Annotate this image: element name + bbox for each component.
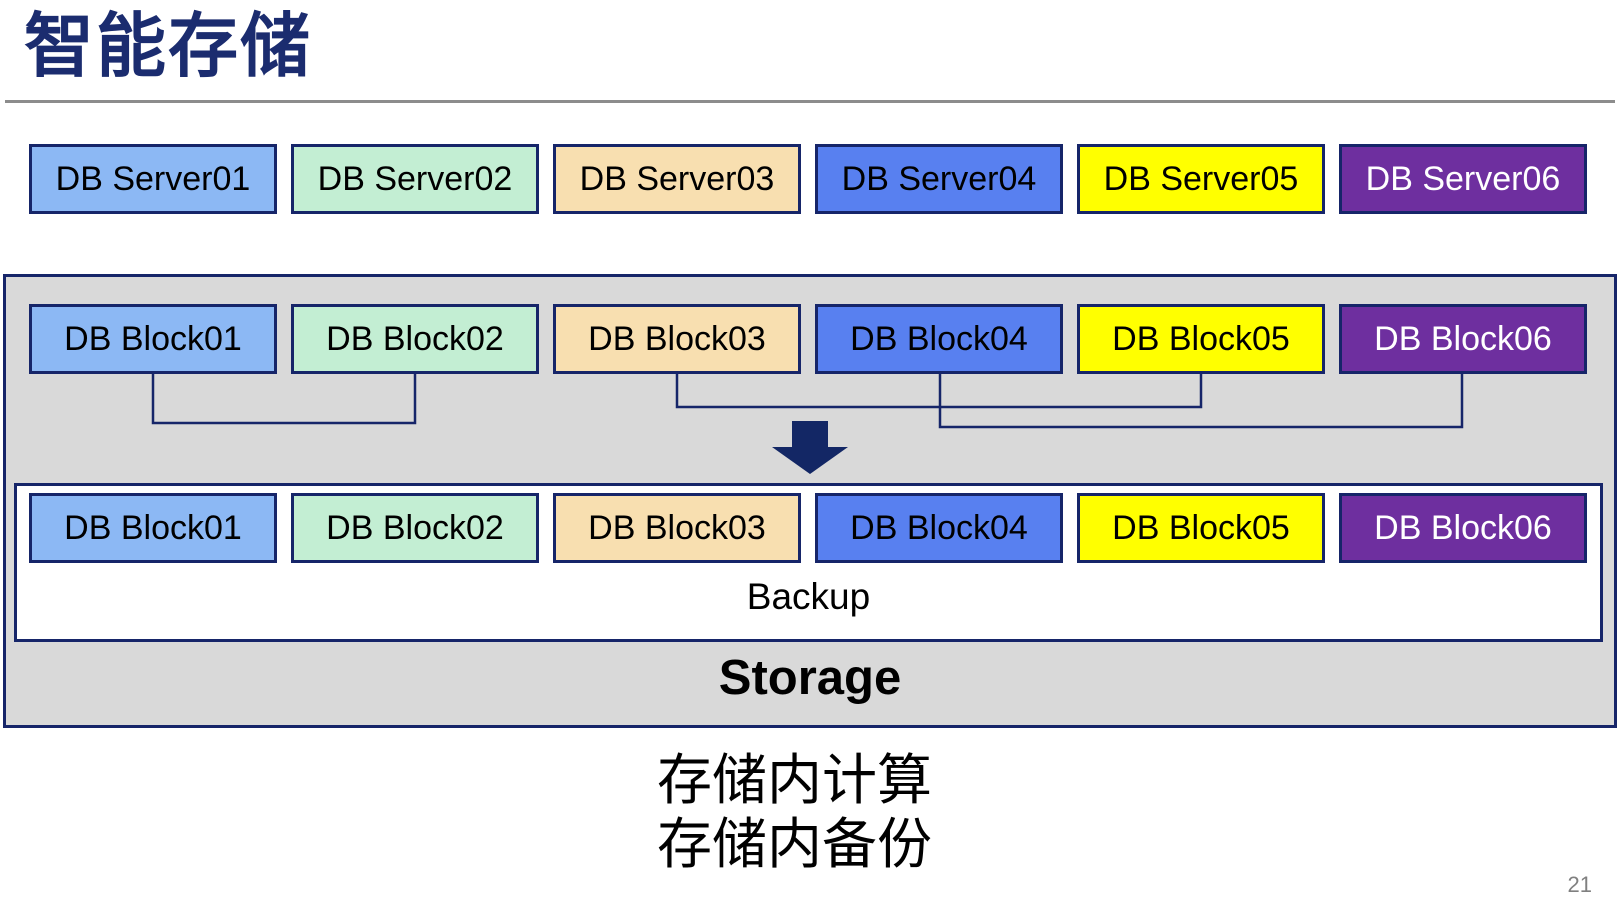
db-block-bottom-box-04: DB Block04 <box>815 493 1063 563</box>
db-block-top-box-01: DB Block01 <box>29 304 277 374</box>
storage-label: Storage <box>718 651 902 705</box>
db-server-box-02: DB Server02 <box>291 144 539 214</box>
db-block-top-box-03: DB Block03 <box>553 304 801 374</box>
page-number: 21 <box>1567 872 1592 897</box>
db-block-bottom-box-01: DB Block01 <box>29 493 277 563</box>
title-divider <box>5 100 1615 103</box>
db-block-bottom-box-05: DB Block05 <box>1077 493 1325 563</box>
db-block-top-box-04: DB Block04 <box>815 304 1063 374</box>
page-title: 智能存储 <box>24 7 312 85</box>
db-server-box-04: DB Server04 <box>815 144 1063 214</box>
db-block-bottom-box-06: DB Block06 <box>1339 493 1587 563</box>
backup-label: Backup <box>746 576 871 617</box>
db-server-box-05: DB Server05 <box>1077 144 1325 214</box>
db-block-bottom-box-02: DB Block02 <box>291 493 539 563</box>
db-server-box-03: DB Server03 <box>553 144 801 214</box>
backup-inner-box <box>14 483 1603 642</box>
db-block-bottom-box-03: DB Block03 <box>553 493 801 563</box>
db-server-box-01: DB Server01 <box>29 144 277 214</box>
db-block-top-box-06: DB Block06 <box>1339 304 1587 374</box>
db-server-box-06: DB Server06 <box>1339 144 1587 214</box>
db-block-top-box-05: DB Block05 <box>1077 304 1325 374</box>
caption-line-1: 存储内计算 <box>657 749 933 811</box>
caption-line-2: 存储内备份 <box>657 813 933 875</box>
caption-text: 存储内计算 存储内备份 <box>657 748 932 876</box>
db-block-top-box-02: DB Block02 <box>291 304 539 374</box>
